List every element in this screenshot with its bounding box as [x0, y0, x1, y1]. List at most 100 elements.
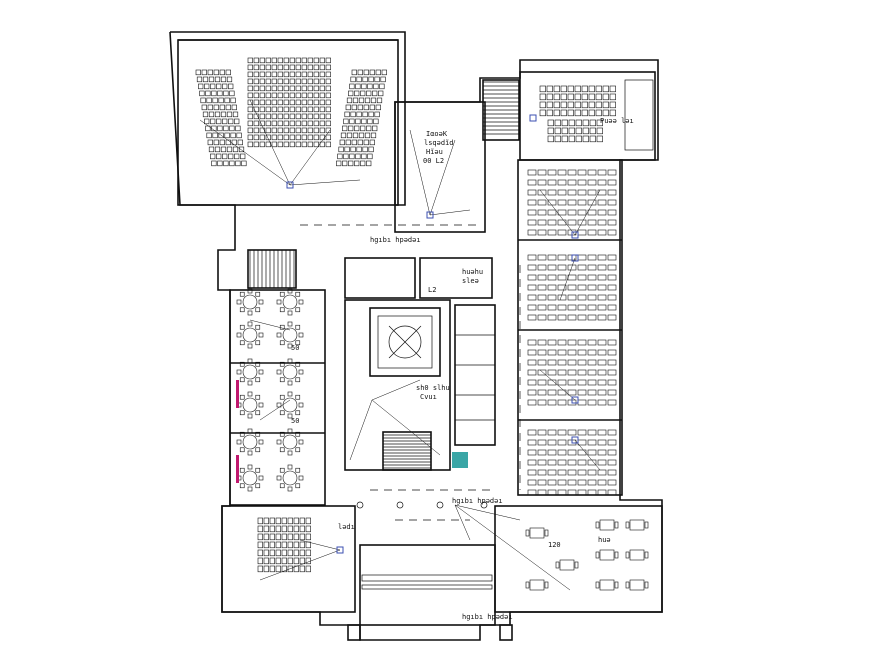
meeting-chair	[236, 439, 242, 445]
auditorium-seat-centre	[253, 141, 259, 148]
classroom-desk	[527, 284, 537, 291]
auditorium-seat-centre	[301, 134, 307, 141]
classroom-desk	[607, 349, 617, 356]
lower-left-seat	[305, 549, 311, 557]
right-top-room-label: Puəə ləı	[600, 117, 634, 125]
auditorium-seat-right	[343, 153, 349, 160]
lower-left-seat	[305, 541, 311, 549]
meeting-chair	[247, 343, 253, 349]
lecture-seat-top-b	[596, 127, 603, 135]
auditorium-seat-right	[349, 153, 355, 160]
auditorium-seat-left	[226, 76, 233, 83]
lecture-seat-top	[588, 101, 595, 109]
classroom-desk	[567, 274, 577, 281]
magenta-door-mark	[236, 380, 239, 408]
office-right	[419, 257, 493, 299]
classroom-desk	[607, 229, 617, 236]
classroom-desk	[567, 304, 577, 311]
lecture-seat-top-b	[561, 119, 568, 127]
right-lecture-stage	[624, 79, 654, 151]
classroom-desk	[567, 199, 577, 206]
auditorium-seat-centre	[259, 106, 265, 113]
lower-left-seat	[299, 525, 305, 533]
auditorium-seat-right	[348, 125, 354, 132]
meeting-chair	[255, 431, 261, 437]
classroom-desk	[597, 369, 607, 376]
meeting-chair	[279, 291, 285, 297]
auditorium-seat-centre	[313, 106, 319, 113]
classroom-desk	[547, 389, 557, 396]
auditorium-seat-right	[366, 160, 372, 167]
classroom-desk	[527, 399, 537, 406]
auditorium-seat-centre	[295, 120, 301, 127]
classroom-desk	[537, 229, 547, 236]
lower-left-seat	[299, 557, 305, 565]
classroom-desk	[607, 294, 617, 301]
electrical-runs-layer	[199, 99, 601, 591]
lower-corridor-label: hgıbı hpədəı	[452, 497, 503, 505]
lower-left-seat	[269, 549, 275, 557]
meeting-table	[282, 364, 298, 380]
auditorium-seat-right	[372, 125, 378, 132]
classroom-desk	[567, 169, 577, 176]
lower-left-seat	[293, 565, 299, 573]
lecture-seat-top	[609, 101, 616, 109]
classroom-desk	[607, 274, 617, 281]
auditorium-seat-centre	[289, 99, 295, 106]
lower-right-room	[494, 505, 663, 613]
classroom-desk	[537, 199, 547, 206]
classroom-desk	[597, 399, 607, 406]
auditorium-seat-centre	[247, 64, 253, 71]
lower-left-seat	[293, 541, 299, 549]
auditorium-seat-centre	[259, 85, 265, 92]
auditorium-seat-left	[210, 118, 216, 125]
auditorium-seat-left	[210, 153, 216, 160]
auditorium-seat-centre	[325, 85, 331, 92]
auditorium-seat-centre	[319, 134, 325, 141]
auditorium-seat-left	[207, 139, 213, 146]
meeting-chair	[279, 483, 285, 489]
lower-left-seat	[275, 565, 281, 573]
lower-left-seat	[263, 557, 269, 565]
classroom-desk	[537, 489, 547, 496]
auditorium-seat-centre	[325, 99, 331, 106]
lecture-seat-top	[581, 101, 588, 109]
auditorium-seat-centre	[307, 106, 313, 113]
meeting-table	[282, 327, 298, 343]
classroom-desk	[547, 219, 557, 226]
meeting-chair	[247, 288, 253, 294]
classroom-desk	[607, 284, 617, 291]
meeting-chair	[287, 391, 293, 397]
auditorium-seat-left	[235, 125, 241, 132]
classroom-desk	[607, 429, 617, 436]
auditorium-seat-right	[381, 69, 387, 76]
lecture-seat-top	[560, 93, 567, 101]
classroom-desk	[577, 459, 587, 466]
outer-wall	[169, 31, 663, 641]
atrium-feature-inner	[377, 315, 433, 369]
meeting-table	[282, 294, 298, 310]
classroom-desk	[537, 274, 547, 281]
classroom-desk	[537, 359, 547, 366]
lower-left-seat	[257, 533, 263, 541]
classroom-desk	[527, 229, 537, 236]
auditorium-seat-left	[232, 146, 239, 153]
classroom-desk	[607, 489, 617, 496]
classroom-desk	[547, 399, 557, 406]
meeting-chair	[258, 475, 264, 481]
meeting-chair	[279, 447, 285, 453]
office-left	[344, 257, 416, 299]
auditorium-seat-centre	[277, 113, 283, 120]
auditorium-seat-centre	[289, 85, 295, 92]
auditorium-seat-centre	[301, 141, 307, 148]
classroom-desk	[527, 314, 537, 321]
auditorium-seat-right	[344, 111, 350, 118]
left-meeting-wall	[229, 289, 326, 506]
classroom-desk	[607, 469, 617, 476]
classroom-desk	[607, 439, 617, 446]
auditorium-seat-right	[348, 160, 354, 167]
auditorium-seat-centre	[259, 127, 265, 134]
auditorium-seat-left	[220, 76, 227, 83]
classroom-desk	[567, 479, 577, 486]
